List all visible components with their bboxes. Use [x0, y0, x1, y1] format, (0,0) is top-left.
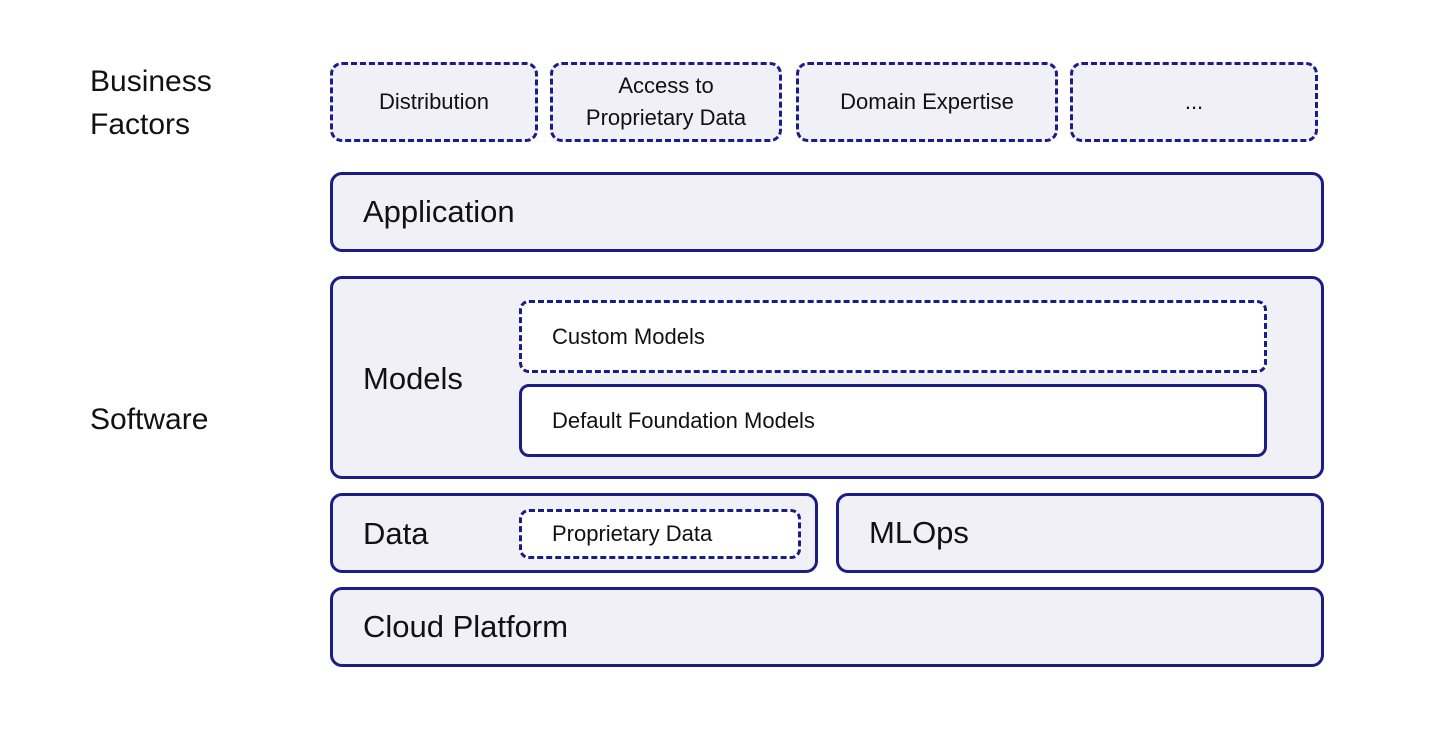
business-factors-label-line1: Business [90, 65, 212, 98]
business-factors-label-line2: Factors [90, 108, 191, 141]
mlops-layer-label: MLOps [869, 515, 969, 550]
business-factor-domain-expertise: Domain Expertise [796, 62, 1058, 142]
application-layer-label: Application [363, 194, 515, 229]
business-factor-domain-expertise-label: Domain Expertise [840, 89, 1014, 114]
proprietary-data-box: Proprietary Data [519, 509, 801, 559]
default-foundation-models-box: Default Foundation Models [519, 384, 1267, 457]
business-factor-more-label: ... [1184, 89, 1204, 114]
models-layer: Models Custom Models Default Foundation … [330, 276, 1324, 479]
business-factor-proprietary-data: Access to Proprietary Data [550, 62, 782, 142]
cloud-platform-layer-label: Cloud Platform [363, 609, 569, 644]
mlops-layer: MLOps [836, 493, 1324, 573]
proprietary-data-label: Proprietary Data [552, 521, 713, 546]
business-factors-label: Business Factors [90, 60, 212, 146]
data-layer-label: Data [363, 516, 429, 551]
default-foundation-models-label: Default Foundation Models [552, 407, 815, 433]
software-label: Software [90, 403, 209, 436]
custom-models-label: Custom Models [552, 323, 705, 349]
business-factor-proprietary-data-line1: Access to [618, 73, 714, 98]
models-layer-label: Models [363, 361, 463, 396]
business-factor-more: ... [1070, 62, 1318, 142]
custom-models-box: Custom Models [519, 300, 1267, 373]
business-factor-distribution-label: Distribution [378, 89, 490, 114]
business-factor-proprietary-data-line2: Proprietary Data [585, 105, 747, 130]
business-factor-distribution: Distribution [330, 62, 538, 142]
application-layer: Application [330, 172, 1324, 252]
cloud-platform-layer: Cloud Platform [330, 587, 1324, 667]
data-layer: Data Proprietary Data [330, 493, 818, 573]
